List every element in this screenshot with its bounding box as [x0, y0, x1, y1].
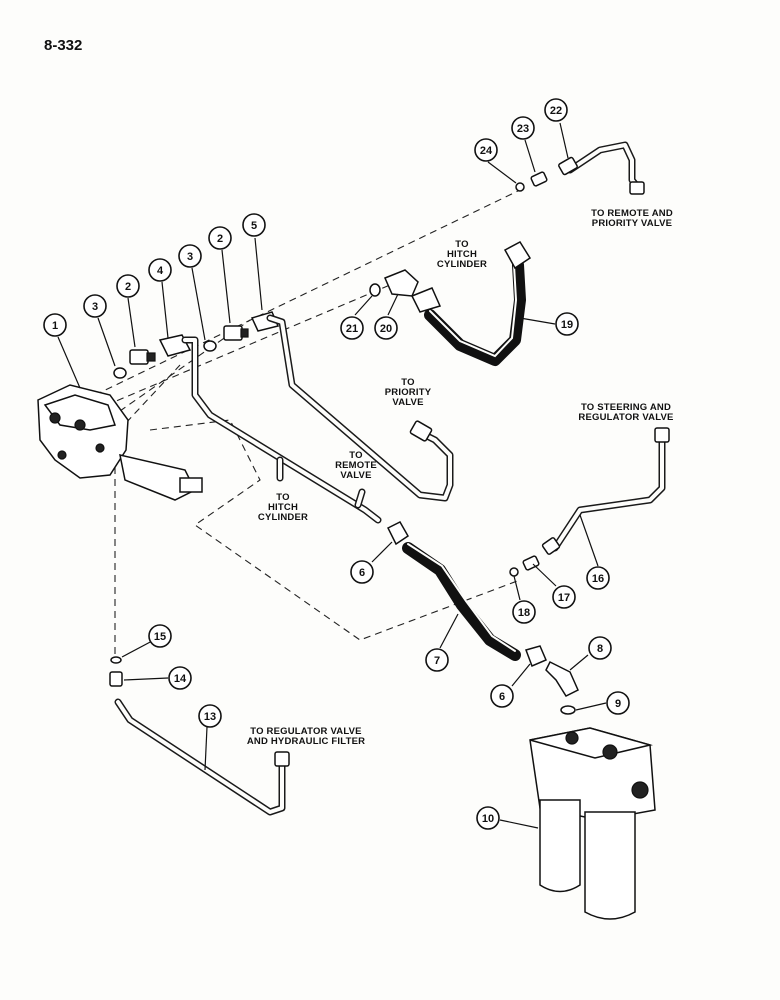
label-to-remote-priority-1: TO REMOTE AND [591, 208, 673, 219]
hose-part-7 [402, 542, 521, 661]
label-to-hitch-top-2: HITCH [447, 249, 477, 260]
svg-text:7: 7 [434, 655, 440, 667]
svg-text:21: 21 [346, 323, 358, 335]
svg-text:2: 2 [125, 281, 131, 293]
callout-10: 10 [476, 806, 500, 830]
control-valve-body [37, 384, 203, 501]
svg-text:3: 3 [92, 301, 98, 313]
elbow-part-8 [545, 660, 579, 715]
callout-17: 17 [552, 585, 576, 609]
callout-7: 7 [425, 648, 449, 672]
label-to-steering-regulator-1: TO STEERING AND [581, 402, 671, 413]
callout-15: 15 [148, 624, 172, 648]
callout-3a: 3 [83, 294, 107, 318]
callout-2a: 2 [116, 274, 140, 298]
callout-9: 9 [606, 691, 630, 715]
label-to-hitch-bottom-1: TO [276, 492, 289, 503]
callout-2b: 2 [208, 226, 232, 250]
svg-text:5: 5 [251, 220, 257, 232]
callout-18: 18 [512, 600, 536, 624]
callout-24: 24 [474, 138, 498, 162]
callout-5: 5 [242, 213, 266, 237]
callout-20: 20 [374, 316, 398, 340]
svg-text:6: 6 [359, 567, 365, 579]
hydraulic-filter-assembly [529, 727, 656, 920]
label-to-hitch-bottom-3: CYLINDER [258, 512, 308, 523]
svg-text:19: 19 [561, 319, 573, 331]
label-to-remote-priority-2: PRIORITY VALVE [592, 218, 672, 229]
callout-leaders [57, 122, 607, 829]
callout-6b: 6 [490, 684, 514, 708]
callout-3b: 3 [178, 244, 202, 268]
label-to-remote-3: VALVE [340, 470, 371, 481]
page-number: 8-332 [44, 37, 82, 54]
dashed-routing-lines [94, 189, 521, 660]
svg-text:16: 16 [592, 573, 604, 585]
svg-text:10: 10 [482, 813, 494, 825]
tube-part-4 [181, 336, 382, 524]
fittings-row [113, 311, 280, 379]
label-to-hitch-top-3: CYLINDER [437, 259, 487, 270]
label-to-hitch-top-1: TO [455, 239, 468, 250]
label-to-hitch-bottom-2: HITCH [268, 502, 298, 513]
svg-text:14: 14 [174, 673, 187, 685]
fittings-23-24 [515, 171, 548, 192]
callout-16: 16 [586, 566, 610, 590]
svg-text:20: 20 [380, 323, 392, 335]
tube-part-16 [541, 427, 670, 555]
svg-text:2: 2 [217, 233, 223, 245]
callout-23: 23 [511, 116, 535, 140]
label-to-regulator-filter-2: AND HYDRAULIC FILTER [247, 736, 365, 747]
tube-part-13 [114, 698, 290, 816]
callout-19: 19 [555, 312, 579, 336]
svg-text:1: 1 [52, 320, 58, 332]
svg-text:6: 6 [499, 691, 505, 703]
svg-text:8: 8 [597, 643, 603, 655]
label-to-priority-3: VALVE [392, 397, 423, 408]
clamps-part-6 [386, 521, 547, 667]
label-to-remote-1: TO [349, 450, 362, 461]
svg-text:24: 24 [480, 145, 493, 157]
label-to-regulator-filter-1: TO REGULATOR VALVE [250, 726, 361, 737]
svg-text:22: 22 [550, 105, 562, 117]
svg-text:13: 13 [204, 711, 216, 723]
svg-text:17: 17 [558, 592, 570, 604]
fittings-20-21 [369, 269, 419, 297]
callout-14: 14 [168, 666, 192, 690]
hose-part-19 [410, 241, 532, 366]
label-to-remote-2: REMOTE [335, 460, 377, 471]
callout-1: 1 [43, 313, 67, 337]
svg-text:18: 18 [518, 607, 530, 619]
callout-6a: 6 [350, 560, 374, 584]
svg-text:23: 23 [517, 123, 529, 135]
callout-21: 21 [340, 316, 364, 340]
svg-text:3: 3 [187, 251, 193, 263]
tube-part-5 [266, 314, 454, 502]
callout-22: 22 [544, 98, 568, 122]
destination-labels: TO REMOTE AND PRIORITY VALVE TO HITCH CY… [247, 208, 674, 747]
label-to-priority-2: PRIORITY [385, 387, 432, 398]
tube-part-22 [558, 141, 645, 195]
callout-4: 4 [148, 258, 172, 282]
label-to-priority-1: TO [401, 377, 414, 388]
svg-text:4: 4 [157, 265, 164, 277]
svg-text:15: 15 [154, 631, 166, 643]
callouts: 1 3 2 4 3 2 5 24 23 22 21 20 19 6 7 6 8 … [43, 98, 630, 830]
callout-8: 8 [588, 636, 612, 660]
svg-text:9: 9 [615, 698, 621, 710]
fittings-14-15 [109, 656, 123, 687]
label-to-steering-regulator-2: REGULATOR VALVE [578, 412, 673, 423]
callout-13: 13 [198, 704, 222, 728]
